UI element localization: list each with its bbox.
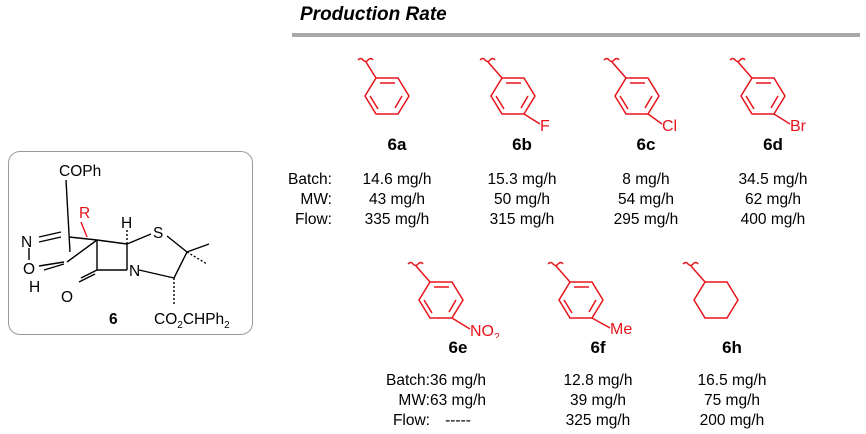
- core-coph-label: COPh: [59, 163, 101, 180]
- 6h-mw: 75 mg/h: [703, 392, 760, 409]
- row1-structures: F Cl Br: [357, 57, 807, 134]
- row1-mw-label: MW:: [300, 191, 332, 208]
- 6b-batch: 15.3 mg/h: [487, 171, 557, 188]
- values-6b: 15.3 mg/h 50 mg/h 315 mg/h: [467, 170, 577, 230]
- 6f-substituent: Me: [610, 321, 632, 338]
- 6h-batch: 16.5 mg/h: [697, 372, 767, 389]
- 6c-flow: 295 mg/h: [613, 211, 679, 228]
- 6a-flow: 335 mg/h: [364, 211, 430, 228]
- 6e-mw: 63 mg/h: [429, 392, 486, 409]
- core-h-bottom-label: H: [29, 279, 40, 296]
- 6c-batch: 8 mg/h: [622, 171, 670, 188]
- core-h-top-label: H: [121, 215, 132, 232]
- core-s-label: S: [153, 225, 163, 242]
- 6a-wavy-bond: [357, 57, 374, 63]
- row2-batch-label: Batch:: [386, 372, 430, 389]
- row2-labels: Batch: MW: Flow:: [356, 371, 430, 431]
- 6c-mw: 54 mg/h: [617, 191, 674, 208]
- core-o-label: O: [23, 261, 35, 278]
- row2-mw-label: MW:: [398, 392, 430, 409]
- 6e-batch: 36 mg/h: [429, 372, 486, 389]
- 6d-substituent: Br: [790, 118, 807, 134]
- compound-6b-label: 6b: [512, 135, 532, 154]
- 6b-flow: 315 mg/h: [489, 211, 555, 228]
- core-structure-box: COPh R N O H S N H O 6 CO2CHPh2: [8, 151, 253, 335]
- 6d-mw: 62 mg/h: [744, 191, 801, 208]
- compound-6f-label: 6f: [590, 338, 606, 357]
- values-6h: 16.5 mg/h 75 mg/h 200 mg/h: [677, 371, 787, 431]
- title-rule: [292, 33, 860, 37]
- compound-6d-label: 6d: [763, 135, 783, 154]
- compound-6a-label: 6a: [387, 135, 407, 154]
- row2-structures: NO2 Me: [407, 261, 739, 338]
- section-title: Production Rate: [300, 4, 447, 25]
- compound-6h-label: 6h: [722, 338, 742, 357]
- values-6f: 12.8 mg/h 39 mg/h 325 mg/h: [543, 371, 653, 431]
- values-6c: 8 mg/h 54 mg/h 295 mg/h: [591, 170, 701, 230]
- 6f-batch: 12.8 mg/h: [563, 372, 633, 389]
- 6a-mw: 43 mg/h: [368, 191, 425, 208]
- core-ester-label: CO2CHPh2: [154, 311, 230, 331]
- values-6a: 14.6 mg/h 43 mg/h 335 mg/h: [342, 170, 452, 230]
- 6e-substituent: NO2: [470, 323, 500, 338]
- core-structure-drawing: COPh R N O H S N H O 6 CO2CHPh2: [21, 163, 230, 331]
- row1-batch-label: Batch:: [288, 171, 332, 188]
- 6d-batch: 34.5 mg/h: [738, 171, 808, 188]
- core-n-label: N: [21, 234, 32, 251]
- core-n2-label: N: [129, 263, 140, 280]
- 6f-flow: 325 mg/h: [565, 412, 631, 429]
- core-r-label: R: [79, 205, 90, 222]
- 6d-flow: 400 mg/h: [740, 211, 806, 228]
- 6h-flow: 200 mg/h: [699, 412, 765, 429]
- 6e-flow: -----: [445, 412, 471, 429]
- compound-6c-label: 6c: [636, 135, 656, 154]
- core-o2-label: O: [61, 289, 73, 306]
- values-6e: 36 mg/h 63 mg/h -----: [403, 371, 513, 431]
- 6a-batch: 14.6 mg/h: [362, 171, 432, 188]
- 6c-substituent: Cl: [662, 118, 677, 134]
- row1-labels: Batch: MW: Flow:: [262, 170, 332, 230]
- 6b-substituent: F: [540, 118, 550, 134]
- compound-6e-label: 6e: [448, 338, 468, 357]
- 6f-mw: 39 mg/h: [569, 392, 626, 409]
- row2-flow-label: Flow:: [392, 412, 430, 429]
- 6b-mw: 50 mg/h: [493, 191, 550, 208]
- values-6d: 34.5 mg/h 62 mg/h 400 mg/h: [718, 170, 828, 230]
- core-compound-number: 6: [109, 311, 118, 328]
- row1-flow-label: Flow:: [294, 211, 332, 228]
